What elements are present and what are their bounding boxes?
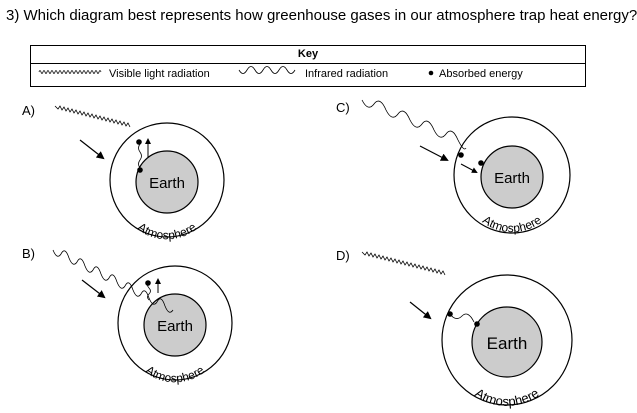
option-d-label[interactable]: D) (336, 248, 350, 263)
incoming-arrow (419, 145, 449, 161)
option-b-label[interactable]: B) (22, 246, 35, 261)
diagram-d[interactable]: Earth Atmosphere (361, 251, 573, 409)
visible-light-label: Visible light radiation (109, 68, 210, 80)
absorbed-dot (137, 167, 143, 173)
earth-label: Earth (149, 175, 185, 192)
atmosphere-label: Atmosphere (480, 213, 544, 236)
infrared-ray (361, 99, 467, 150)
infrared-wave-icon (238, 66, 296, 74)
incoming-arrow (409, 301, 432, 320)
diagram-b[interactable]: Earth Atmosphere (52, 249, 233, 386)
atmosphere-label: Atmosphere (135, 220, 199, 243)
option-a-label[interactable]: A) (22, 103, 35, 118)
absorbed-dot (458, 152, 464, 158)
earth-label: Earth (487, 334, 528, 353)
earth-circle (480, 145, 544, 209)
infrared-ray (449, 313, 475, 323)
diagrams-canvas: Earth Atmosphere Earth Atmosphere Earth … (52, 99, 573, 409)
option-c-label[interactable]: C) (336, 100, 350, 115)
earth-label: Earth (157, 318, 193, 335)
earth-circle (135, 150, 199, 214)
diagram-c[interactable]: Earth Atmosphere (361, 99, 571, 236)
infrared-ray (52, 249, 174, 313)
key-title: Key (31, 46, 585, 64)
visible-light-ray (54, 105, 131, 128)
key-legend: Key Visible light radiation Infrared rad… (30, 45, 586, 87)
visible-light-wave-icon (38, 70, 102, 74)
key-infrared: Infrared radiation (238, 66, 389, 81)
incoming-arrow (81, 279, 106, 299)
earth-circle (143, 293, 207, 357)
absorbed-dot (478, 160, 484, 166)
visible-light-ray (361, 251, 446, 276)
question-text: 3) Which diagram best represents how gre… (6, 7, 637, 24)
diagram-a[interactable]: Earth Atmosphere (54, 105, 225, 243)
absorbed-dot-icon (428, 70, 434, 76)
absorbed-dot (474, 321, 480, 327)
inner-arrow (460, 163, 478, 173)
key-visible-light: Visible light radiation (38, 67, 210, 81)
atmosphere-label: Atmosphere (143, 363, 207, 386)
infrared-label: Infrared radiation (305, 68, 389, 80)
absorbed-dot (136, 139, 142, 145)
incoming-arrow (79, 139, 105, 160)
earth-circle (471, 306, 543, 378)
infrared-ray (138, 143, 142, 169)
absorbed-label: Absorbed energy (439, 68, 523, 80)
infrared-ray (147, 281, 151, 301)
atmosphere-label: Atmosphere (472, 385, 541, 409)
earth-label: Earth (494, 170, 530, 187)
key-absorbed: Absorbed energy (427, 67, 523, 81)
